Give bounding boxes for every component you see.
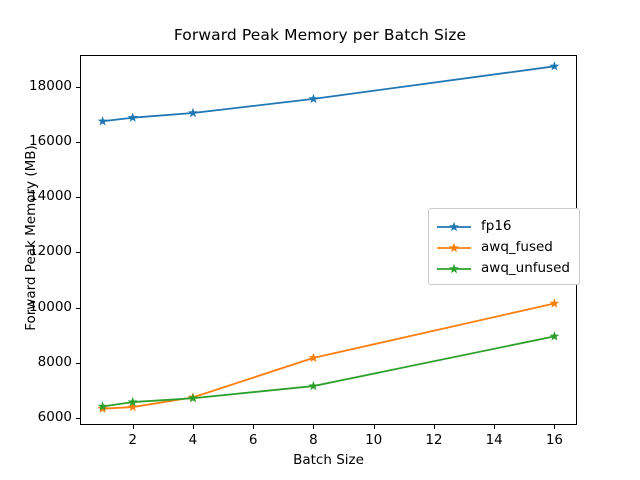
y-tick-mark [76, 418, 80, 420]
legend-label: fp16 [481, 217, 512, 234]
data-point-marker [308, 380, 319, 391]
data-point-marker [127, 396, 138, 407]
legend-label: awq_unfused [481, 259, 570, 276]
data-point-marker [127, 401, 138, 412]
y-tick-mark [76, 141, 80, 143]
x-tick-label: 6 [248, 432, 258, 448]
x-tick-label: 2 [128, 432, 137, 448]
chart-legend[interactable]: fp16 awq_fused awq_unfused [428, 208, 580, 285]
legend-item-fp16[interactable]: fp16 [436, 215, 570, 236]
x-tick-label: 14 [485, 432, 503, 448]
legend-swatch-icon [436, 261, 472, 275]
x-tick-label: 12 [425, 432, 443, 448]
x-tick-label: 8 [309, 432, 318, 448]
y-tick-mark [76, 252, 80, 254]
y-tick-label: 14000 [29, 188, 72, 205]
legend-swatch-icon [436, 240, 472, 254]
y-tick-label: 12000 [29, 243, 72, 260]
series-fp16 [97, 61, 560, 126]
data-point-marker [97, 116, 108, 126]
plot-lines [97, 61, 560, 413]
legend-label: awq_fused [481, 238, 553, 255]
x-tick-mark [313, 425, 315, 429]
x-tick-mark [132, 425, 134, 429]
data-point-marker [549, 298, 560, 308]
y-tick-mark [76, 362, 80, 364]
legend-item-awq_fused[interactable]: awq_fused [436, 236, 570, 257]
x-tick-mark [253, 425, 255, 429]
x-axis-label: Batch Size [293, 452, 364, 468]
x-tick-mark [494, 425, 496, 429]
y-tick-label: 10000 [29, 298, 72, 315]
x-tick-mark [192, 425, 194, 429]
data-point-marker [549, 331, 560, 341]
y-axis-label: Forward Peak Memory (MB) [23, 145, 39, 331]
data-point-marker [188, 107, 198, 118]
y-tick-mark [76, 86, 80, 88]
y-tick-label: 16000 [29, 132, 72, 149]
data-point-marker [308, 93, 319, 104]
data-point-marker [97, 401, 108, 411]
data-point-marker [549, 61, 560, 71]
x-tick-mark [554, 425, 556, 429]
legend-item-awq_unfused[interactable]: awq_unfused [436, 257, 570, 278]
data-point-marker [127, 112, 138, 122]
chart-title: Forward Peak Memory per Batch Size [173, 26, 467, 44]
y-tick-label: 8000 [37, 353, 72, 370]
y-tick-mark [76, 307, 80, 309]
legend-swatch-icon [436, 219, 472, 233]
data-point-marker [188, 393, 198, 403]
x-tick-mark [373, 425, 375, 429]
x-tick-label: 16 [545, 432, 563, 448]
data-point-marker [308, 352, 319, 363]
x-tick-label: 4 [188, 432, 198, 448]
x-tick-mark [433, 425, 435, 429]
y-tick-label: 6000 [37, 409, 72, 426]
x-tick-label: 10 [365, 432, 383, 448]
series-awq_unfused [97, 331, 560, 411]
y-tick-mark [76, 197, 80, 199]
y-tick-label: 18000 [29, 77, 72, 94]
